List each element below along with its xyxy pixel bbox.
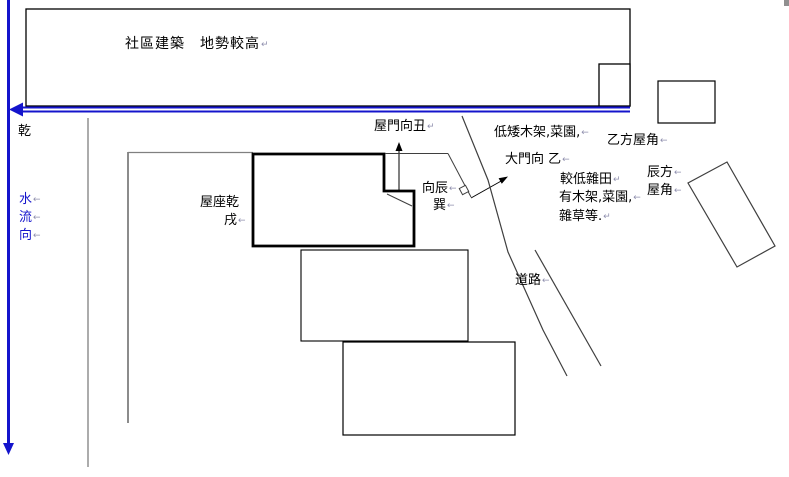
community-building-rect [25, 8, 631, 107]
label-house-door-facing-chou: 屋門向丑↵ [374, 119, 435, 134]
label-chen-direction: 辰方← [647, 165, 682, 180]
main-gate-direction-arrow-line [470, 179, 504, 199]
label-low-wooden-racks: 低矮木架,菜園,← [494, 125, 589, 140]
linebreak-mark: ← [674, 168, 682, 178]
linebreak-mark: ← [542, 276, 550, 286]
yi-corner-annex-rect [598, 63, 631, 107]
label-water-flow-1: 水← [19, 192, 41, 207]
house-door-direction-arrowhead [395, 142, 403, 151]
road-right-edge-line [534, 249, 602, 367]
label-road: 道路← [515, 273, 550, 288]
label-xun: 巽← [433, 198, 455, 213]
label-facing-chen: 向辰← [422, 181, 457, 196]
label-water-flow-3: 向← [19, 228, 41, 243]
label-main-gate-facing-yi: 大門向 乙← [505, 152, 570, 167]
rear-building-2-rect [342, 341, 516, 436]
house-door-leaf-line [386, 193, 413, 207]
linebreak-mark: ← [660, 136, 668, 146]
main-gate-direction-arrowhead [498, 176, 508, 184]
label-water-flow-2: 流← [19, 210, 41, 225]
label-xu: 戌← [224, 213, 246, 228]
paragraph-mark: ↵ [603, 212, 611, 222]
linebreak-mark: ← [562, 155, 570, 165]
linebreak-mark: ← [238, 216, 246, 226]
label-qian-direction: 乾 [18, 124, 32, 139]
label-house-sitting-qian: 屋座乾 [200, 195, 240, 210]
paragraph-mark: ↵ [427, 122, 435, 132]
linebreak-mark: ← [33, 213, 41, 223]
rear-building-1-rect [300, 249, 469, 342]
road-left-edge-line [461, 115, 568, 377]
corner-scroll-nub [784, 0, 789, 6]
linebreak-mark: ← [33, 195, 41, 205]
water-flow-left-arrowhead [9, 102, 23, 117]
linebreak-mark: ← [674, 186, 682, 196]
linebreak-mark: ← [447, 201, 455, 211]
linebreak-mark: ← [633, 193, 641, 203]
label-wooden-racks-garden: 有木架,菜園,← [559, 190, 641, 205]
label-lower-field: 較低雜田↵ [560, 172, 621, 187]
label-community-building: 社區建築 地勢較高↵ [125, 36, 270, 52]
northeast-building-rect [657, 80, 716, 124]
label-house-corner: 屋角← [647, 183, 682, 198]
water-flow-down-arrowhead [3, 443, 14, 455]
main-house-outline [251, 152, 416, 248]
paragraph-mark: ↵ [261, 40, 270, 50]
linebreak-mark: ← [33, 231, 41, 241]
paragraph-mark: ↵ [613, 175, 621, 185]
label-weeds: 雜草等.↵ [559, 209, 611, 224]
linebreak-mark: ← [581, 128, 589, 138]
label-yi-building-corner: 乙方屋角← [607, 133, 668, 148]
chen-corner-rotated-rect [687, 161, 776, 268]
linebreak-mark: ← [449, 184, 457, 194]
main-gate-square [458, 184, 470, 196]
